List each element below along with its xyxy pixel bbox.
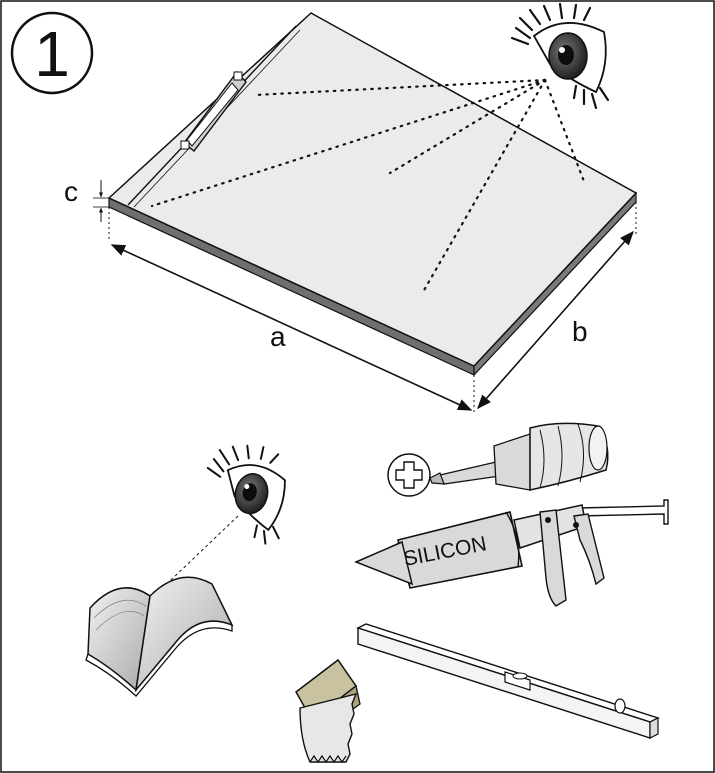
- step-number-badge: 1: [10, 11, 94, 95]
- reading-sight-line: [149, 515, 239, 601]
- eye-icon-read-instructions: [206, 444, 286, 545]
- dimension-a-arrow: [110, 244, 473, 411]
- notched-trowel-icon: [295, 658, 361, 764]
- dimension-lines: [93, 180, 637, 412]
- eye-icon: [510, 2, 610, 110]
- spirit-level-icon: [356, 623, 660, 739]
- linear-drain: [127, 25, 301, 208]
- dimension-b-label: b: [572, 316, 588, 347]
- phillips-screwdriver-icon: [387, 422, 609, 497]
- dimension-b-arrow: [477, 230, 634, 410]
- caulking-gun-icon: SILICON: [354, 499, 669, 607]
- dimension-c-label: c: [64, 176, 78, 207]
- open-book-icon: [85, 576, 234, 697]
- dimension-a-label: a: [270, 321, 286, 352]
- step-number: 1: [34, 18, 70, 90]
